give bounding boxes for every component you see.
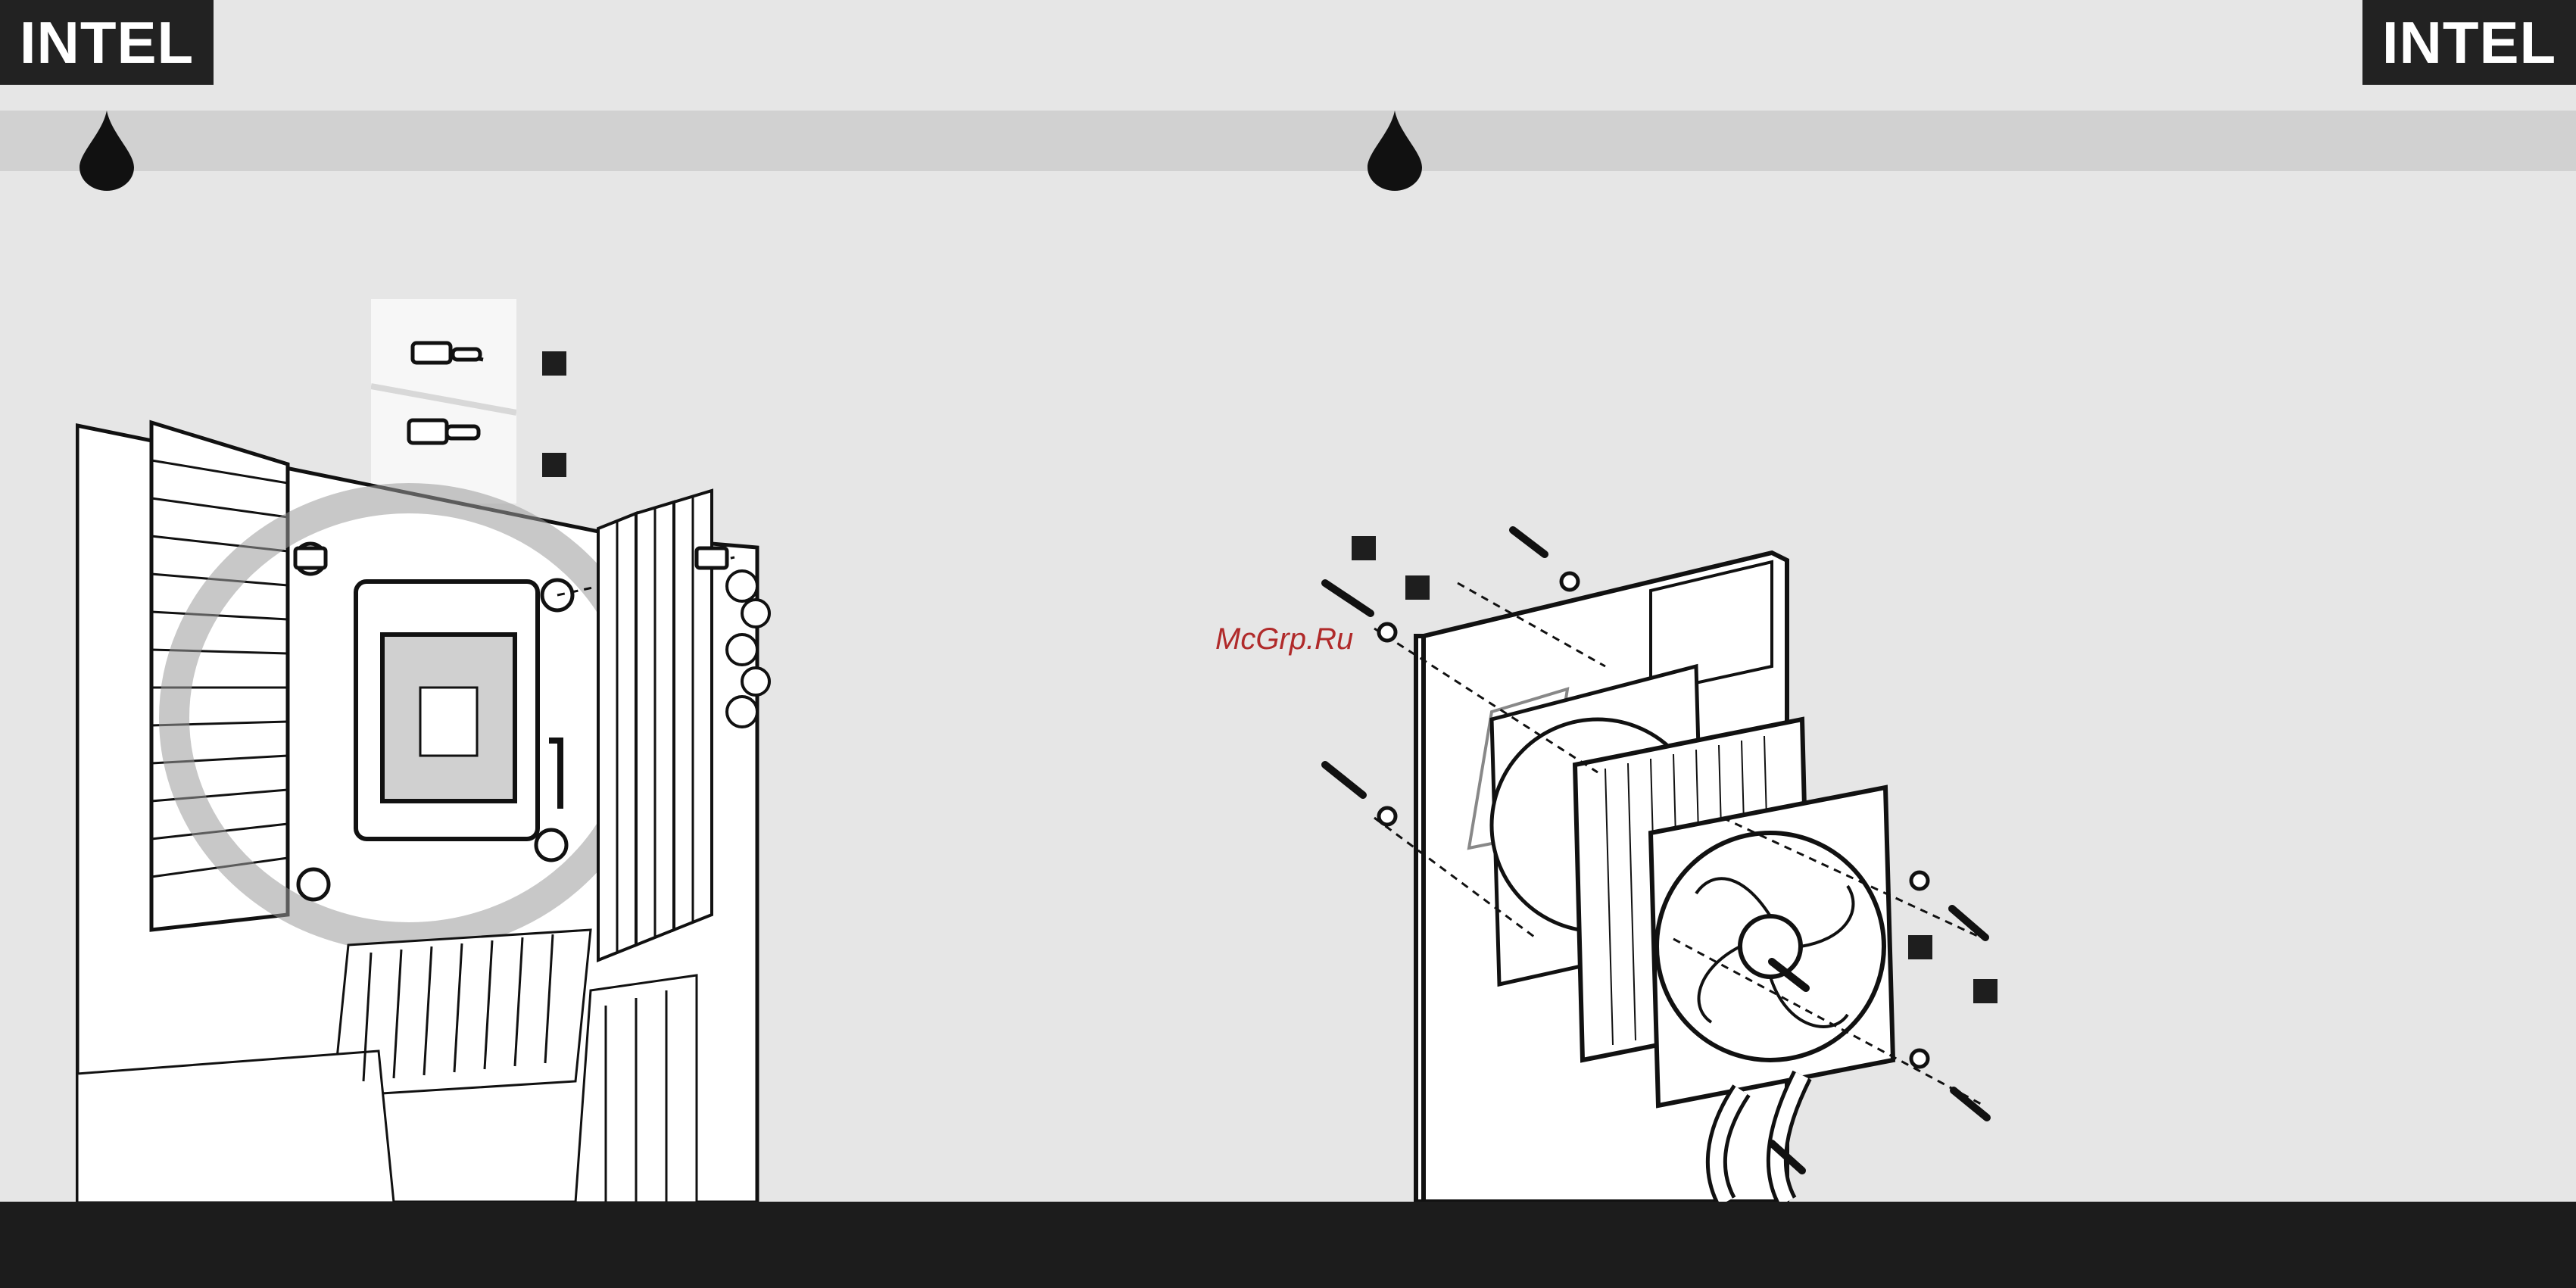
footer-band	[0, 1202, 2576, 1288]
header-band	[0, 111, 2576, 171]
intel-badge-right: INTEL	[2362, 0, 2576, 85]
step-marker	[542, 351, 566, 376]
water-drop-icon	[80, 111, 134, 191]
intel-badge-left: INTEL	[0, 0, 214, 85]
cpu-socket	[356, 582, 560, 839]
motherboard-illustration	[76, 415, 780, 1202]
water-drop-icon	[1368, 111, 1422, 191]
radiator-fan-illustration	[1318, 515, 2014, 1202]
